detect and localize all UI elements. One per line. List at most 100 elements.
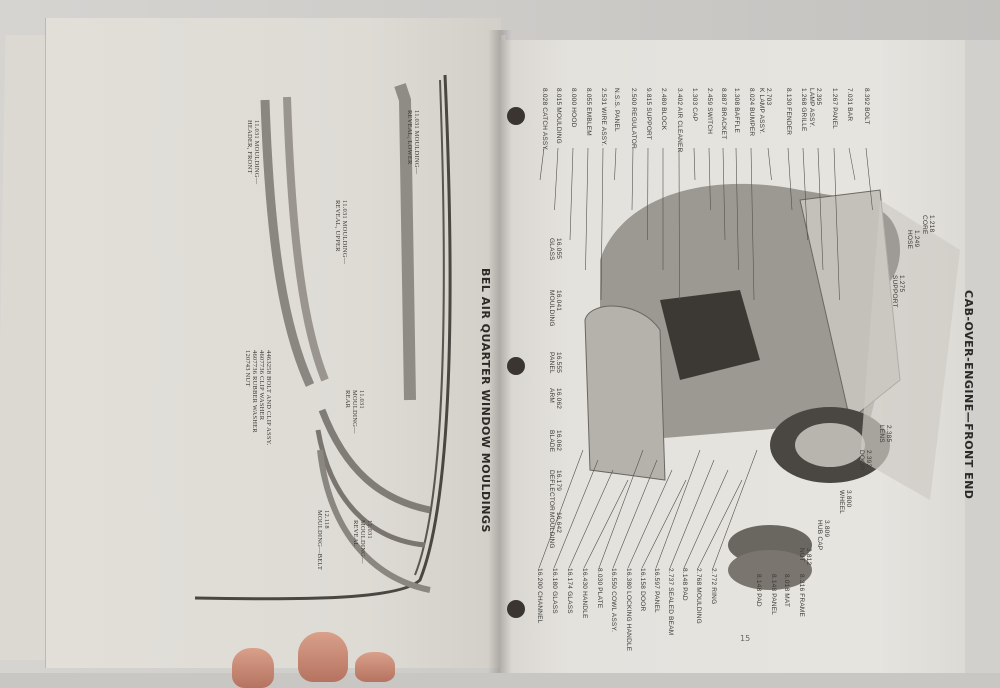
part-label-bottom: 16.200 CHANNEL [536,568,543,624]
part-label-top: 8.055 EMBLEM [585,88,592,136]
leader-line [612,459,658,569]
part-label-top: 8.000 HOOD [570,88,577,128]
part-label-bottom: 16.180 GLASS [551,568,558,614]
part-label-side: 16.179 DEFLECTOR [548,470,562,512]
leader-line [569,147,574,241]
leader-line [598,449,644,569]
leader-line [669,459,715,569]
page-number: 15 [740,634,751,643]
leader-line [568,469,614,569]
part-label-right: 1.218 CORE [921,215,935,235]
part-label-top: 8.887 BRACKET [720,88,727,140]
leader-line [787,147,793,211]
part-label-top: 8.392 BOLT [863,88,870,125]
leader-line [647,147,649,241]
leader-line [627,469,673,569]
binder-hole [507,357,525,375]
leader-line [614,147,617,181]
left-page-title: BEL AIR QUARTER WINDOW MOULDINGS [479,268,492,533]
leader-line [735,147,739,271]
part-label-bottom: 16.174 GLASS [566,568,573,614]
part-label-top: 1.268 GRILLE [800,88,807,132]
part-label-top: 8.130 FENDER [785,88,792,136]
leader-line [554,147,559,211]
part-label-side: 16.041 MOULDING [548,290,562,327]
left-page [45,18,501,668]
part-label-bottom: 16.380 LOCKING HANDLE [625,568,632,652]
part-label-top: 1.308 BAFFLE [733,88,740,134]
part-label-bottom: 16.158 DOOR [639,568,646,612]
part-label-side: 16.055 GLASS [548,238,562,261]
leader-line [750,147,755,301]
finger [232,648,274,688]
part-label-bottom: 2.737 SEALED BEAM [667,568,674,636]
part-label-top: 2.500 REGULATOR [630,88,637,149]
leader-line [539,147,545,181]
part-label-top: 8.024 BUMPER [748,88,755,137]
part-label-bottom: 2.768 MOULDING [695,568,702,624]
part-label-right: 3.809 HUB CAP [816,520,830,551]
part-label-top: N.S.S. PANEL [613,88,620,132]
page-edge [965,40,1000,673]
finger [355,652,395,682]
leader-line [538,449,584,569]
part-label-top: 2.480 BLOCK [660,88,667,131]
leader-line [865,147,873,211]
moulding-callout: 11.031 MOULDING— REVEAL [352,520,373,564]
leader-line [655,449,701,569]
part-label-side: 16.062 BLADE [548,430,562,453]
leader-line [802,147,808,241]
part-label-right: 3.812 NUT [798,548,812,566]
part-label-right: 8.148 PANEL [770,574,777,616]
moulding-illustration [194,74,452,601]
truck-illustration [584,183,960,590]
leader-line [712,449,758,569]
part-label-top: 1.267 PANEL [831,88,838,130]
moulding-callout: 12.118 MOULDING—BELT [316,510,330,571]
moulding-callout: 11.031 MOULDING— REVEAL, LOWER [406,110,420,175]
leader-line [767,147,772,181]
finger [298,632,348,682]
leader-line [848,147,856,181]
leader-line [708,147,711,211]
leader-line [697,479,743,569]
part-label-top: 7.031 BAR [846,88,853,122]
part-label-right: 1.249 HOSE [906,230,920,250]
part-label-top: 2.459 SWITCH [706,88,713,135]
moulding-callout: 11.031 MOULDING— REVEAL, UPPER [334,200,348,265]
part-label-bottom: 2.772 RING [710,568,717,605]
leader-line [693,147,696,181]
part-label-top: 3.402 AIR CLEANER [676,88,683,153]
part-label-side: 16.555 PANEL [548,352,562,374]
leader-line [683,469,729,569]
leader-line [585,147,589,271]
part-label-top: 9.815 SUPPORT [645,88,652,140]
part-label-side: 16.062 ARM [548,388,562,410]
part-label-bottom: 16.430 HANDLE [581,568,588,619]
leader-line [600,147,604,301]
book-gutter [488,30,512,673]
moulding-callout: 11.031 MOULDING— HEADER, FRONT [246,120,260,185]
part-label-right: 8.316 FRAME [798,574,805,618]
part-label-right: 8.148 PAD [755,574,762,607]
part-label-top: 2.531 WIRE ASSY. [600,88,607,146]
part-label-right: 2.393 DOOR [858,450,872,471]
leader-line [553,459,599,569]
leader-line [678,147,680,301]
binder-hole [507,600,525,618]
part-label-right: 8.018 MAT [783,574,790,608]
leader-line [833,147,840,301]
part-label-bottom: 16.550 COWL ASSY. [610,568,617,633]
moulding-callout: 4463258 BOLT AND CLIP ASSY. 4607736 CLIP… [244,350,272,446]
part-label-bottom: 8.148 PAD [681,568,688,601]
part-label-right: 1.275 SUPPORT [891,275,905,308]
binder-hole [507,107,525,125]
part-label-bottom: 8.030 PLATE [596,568,603,609]
leader-line [722,147,726,241]
part-label-top: 2.703 K LAMP ASSY. [758,88,772,134]
part-label-top: 8.028 CATCH ASSY. [541,88,548,152]
part-label-side: 16.642 MOULDING [548,512,562,549]
leader-lines [538,147,873,569]
part-label-right: 2.385 LENS [878,425,892,443]
part-label-right: 3.800 WHEEL [838,490,852,515]
